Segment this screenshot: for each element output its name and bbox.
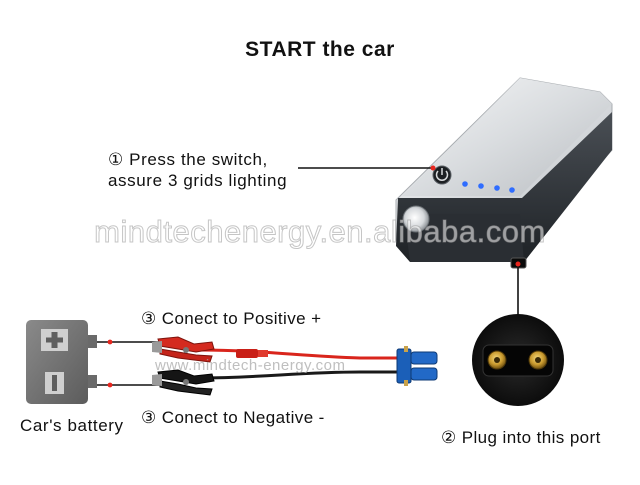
car-battery-icon [26,320,97,404]
step-connect-positive-label: ③ Conect to Positive + [141,309,322,328]
fuse-holder-icon [236,349,268,358]
diagram-title: START the car [245,38,395,61]
switch-pointer-dot [430,165,436,171]
step-connect-negative-label: ③ Conect to Negative - [141,408,325,427]
step-plug-port-label: ② Plug into this port [441,428,601,447]
positive-terminal-dot [107,339,113,345]
watermark-url: www.mindtech-energy.com [155,357,346,374]
battery-level-indicator-icon [462,181,515,193]
negative-terminal-dot [107,382,113,388]
port-closeup [472,314,564,406]
positive-clamp-icon[interactable] [152,336,215,363]
power-switch-icon[interactable] [432,165,452,185]
ec5-connector-icon[interactable] [396,346,438,386]
flashlight-lamp-icon [402,205,430,233]
step-press-switch-detail: assure 3 grids lighting [108,171,288,190]
jump-starter-device [395,77,613,262]
negative-clamp-icon[interactable] [152,369,215,396]
positive-cable [199,348,402,360]
port-pointer-dot [515,261,521,267]
car-battery-label: Car's battery [20,416,124,435]
step-press-switch-label: ① Press the switch, [108,150,268,169]
watermark-main: mindtechenergy.en.alibaba.com [94,214,546,250]
negative-cable [199,370,402,380]
